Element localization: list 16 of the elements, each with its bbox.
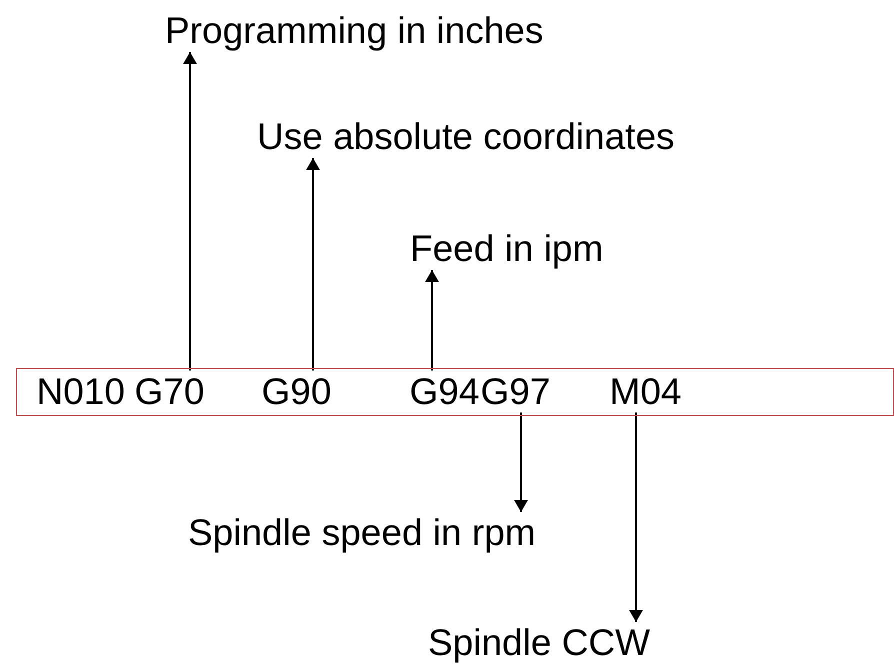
annotation-text: Spindle CCW — [428, 622, 650, 664]
code-word: G90 — [262, 370, 332, 412]
leader-arrow — [629, 412, 643, 622]
leader-arrow — [183, 52, 197, 370]
leader-arrow — [514, 412, 528, 512]
annotation-text: Programming in inches — [165, 10, 544, 52]
code-word: G94 — [410, 370, 480, 412]
code-word: M04 — [610, 370, 682, 412]
code-word: N010 — [36, 370, 125, 412]
annotation-text: Use absolute coordinates — [257, 116, 675, 158]
leader-arrow — [425, 270, 439, 370]
leader-arrow — [306, 158, 320, 370]
code-word: G97 — [480, 370, 550, 412]
annotation-text: Spindle speed in rpm — [188, 512, 536, 554]
annotation-text: Feed in ipm — [410, 228, 604, 270]
code-word: G70 — [134, 370, 204, 412]
